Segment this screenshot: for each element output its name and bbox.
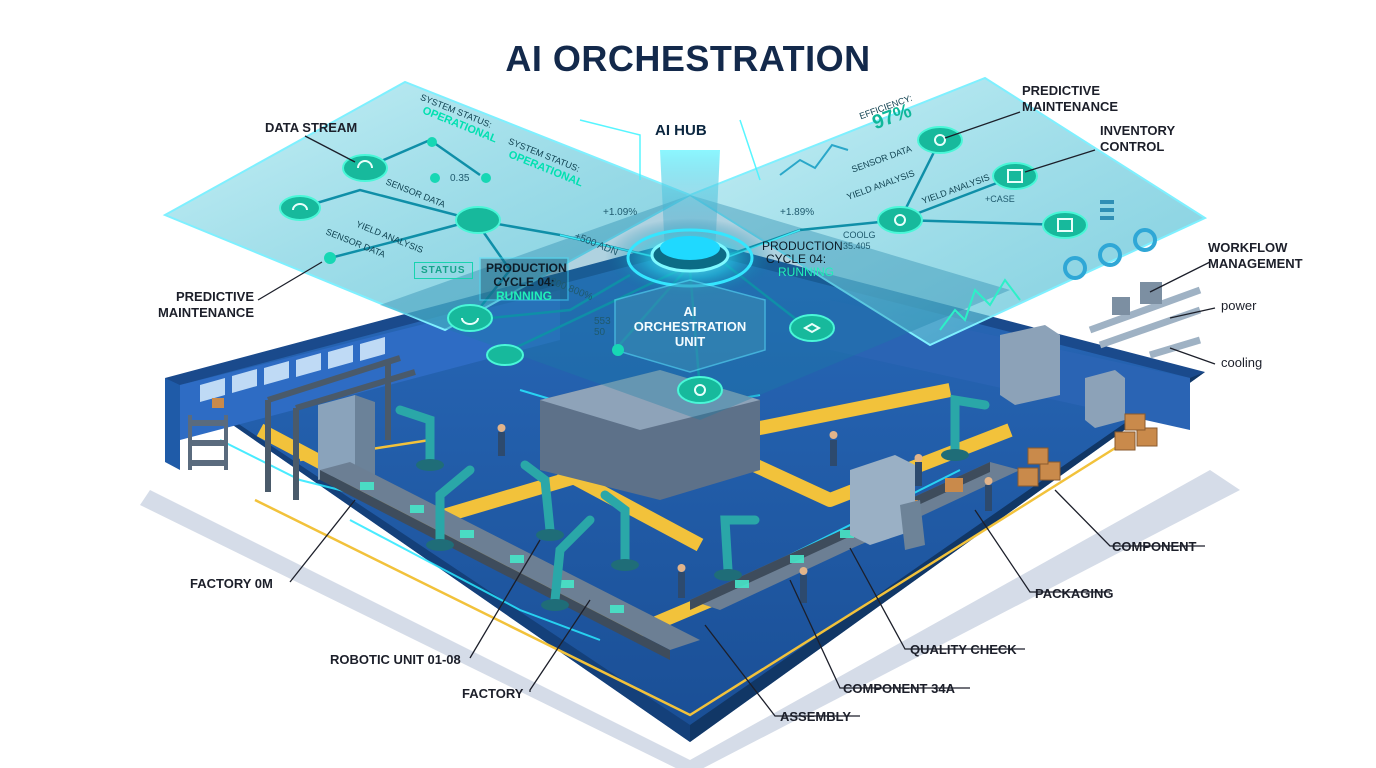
pipe-valve — [1140, 282, 1162, 304]
conveyor-left — [320, 462, 700, 660]
scanner-gate — [318, 395, 355, 480]
page-title: AI ORCHESTRATION — [505, 38, 871, 79]
windows — [200, 337, 385, 402]
callout-factory-0m: FACTORY 0M — [190, 576, 273, 591]
callout-assembly: ASSEMBLY — [780, 709, 852, 724]
callout-quality-check: QUALITY CHECK — [910, 642, 1017, 657]
gantry — [265, 355, 416, 500]
pipe-valve-2 — [1112, 297, 1130, 315]
callout-factory: FACTORY — [462, 686, 524, 701]
production-box-left: PRODUCTION CYCLE 04: RUNNING — [480, 258, 568, 306]
production-right: PRODUCTION CYCLE 04: RUNNING — [762, 240, 843, 279]
production-left-line1: PRODUCTION — [486, 261, 567, 275]
wave-chart — [939, 278, 1021, 331]
holo-panel-right — [687, 76, 1208, 347]
back-wall-left-panel — [165, 378, 180, 470]
pallets — [1017, 413, 1158, 487]
left-metric-1: +1.09% — [603, 207, 638, 218]
callout-component: COMPONENT — [1112, 539, 1197, 554]
status-tag: STATUS — [414, 262, 473, 279]
production-left-line2: CYCLE 04: — [493, 275, 555, 289]
hub-disc-top — [660, 236, 720, 260]
node-glyphs — [292, 134, 1073, 396]
callout-data-stream: DATA STREAM — [265, 120, 358, 135]
right-metric-1: COOLG 35.405 — [843, 230, 876, 251]
machine-right-2 — [1085, 370, 1125, 428]
robot-arms — [395, 394, 990, 605]
scanner-gate-side — [355, 395, 375, 475]
production-right-line2: CYCLE 04: — [766, 252, 827, 266]
production-right-line3: RUNNING — [778, 265, 834, 279]
robot-bases — [416, 449, 969, 611]
gauges — [1063, 228, 1157, 280]
callout-predictive-maintenance-right: PREDICTIVE MAINTENANCE — [1022, 83, 1119, 114]
trend-chart — [779, 143, 849, 176]
callout-cooling: cooling — [1221, 355, 1263, 370]
callout-robotic-unit: ROBOTIC UNIT 01-08 — [330, 652, 461, 667]
shelving — [188, 398, 228, 470]
value-a: 0.35 — [450, 173, 470, 184]
callout-packaging: PACKAGING — [1035, 586, 1114, 601]
callout-component-34a: COMPONENT 34A — [843, 681, 955, 696]
quality-terminal — [900, 500, 925, 550]
right-metric-3: +CASE — [985, 194, 1015, 204]
workers — [497, 424, 993, 603]
callout-inventory-control: INVENTORY CONTROL — [1100, 123, 1176, 154]
callout-predictive-maintenance-left: PREDICTIVE MAINTENANCE — [157, 289, 254, 320]
production-box-left-frame — [479, 257, 569, 301]
ai-hub-label: AI HUB — [655, 122, 707, 139]
orchestration-unit-label: AI ORCHESTRATION UNIT — [633, 304, 747, 349]
pipes — [1088, 286, 1202, 359]
production-right-line1: PRODUCTION — [762, 239, 843, 253]
left-metric-4: 553 50 — [594, 316, 611, 338]
callout-power: power — [1221, 298, 1257, 313]
callout-workflow-management: WORKFLOW MANAGEMENT — [1208, 240, 1303, 271]
production-left-line3: RUNNING — [496, 289, 552, 303]
bar-stack — [1100, 200, 1114, 220]
floor-wall-right — [690, 372, 1205, 742]
nodes — [279, 126, 1088, 404]
right-metric-2: +1.89% — [780, 207, 815, 218]
leader-lines — [257, 111, 1216, 717]
machine-right-1 — [1000, 325, 1060, 405]
quality-gate — [850, 455, 915, 545]
